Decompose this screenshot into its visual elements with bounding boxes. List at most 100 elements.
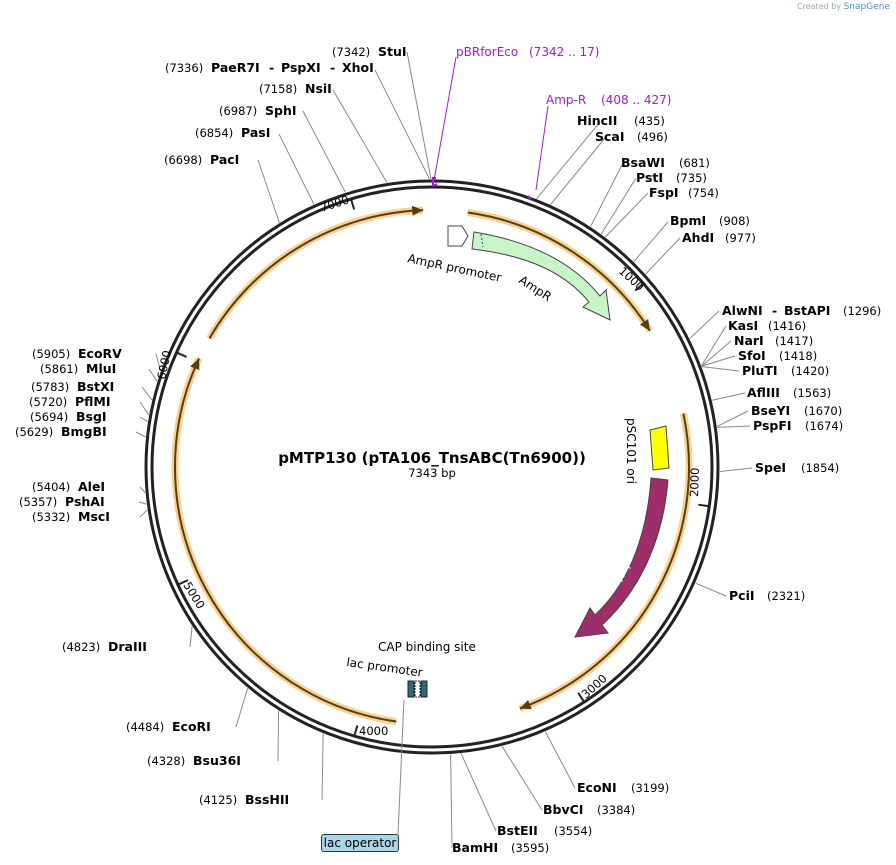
- site-bsawi-name: BsaWI: [621, 155, 665, 170]
- site-leader: [550, 137, 606, 205]
- ampr-label: AmpR: [516, 273, 554, 304]
- site-bsu36i-name: Bsu36I: [193, 753, 241, 768]
- site-draiii-name: DraIII: [108, 639, 147, 654]
- backbone-inner: [150, 185, 714, 749]
- site-pluti-pos: (1420): [791, 364, 829, 378]
- leader-lines: [135, 51, 753, 849]
- site-leader: [235, 688, 249, 728]
- primer-ampr-range: (408 .. 427): [601, 93, 671, 107]
- psc101-ori-feature[interactable]: [649, 425, 670, 471]
- site-econi-pos: (3199): [631, 781, 669, 795]
- site-leader: [460, 753, 497, 832]
- ampr-promoter-arrow[interactable]: [447, 225, 469, 247]
- primer-pbrforeco-range: (7342 .. 17): [529, 45, 599, 59]
- site-leader: [645, 237, 681, 275]
- cap-binding-site-label: CAP binding site: [378, 640, 476, 654]
- site-bsteii-pos: (3554): [554, 824, 592, 838]
- tick-marks: [177, 199, 709, 736]
- site-bpmi-name: BpmI: [670, 213, 706, 228]
- site-scai-pos: (496): [637, 130, 668, 144]
- site-pshai-name: PshAI: [65, 494, 105, 509]
- site-leader: [332, 89, 388, 183]
- site-leader: [257, 159, 280, 223]
- site-bbvci-name: BbvCI: [543, 802, 583, 817]
- site-pspfi-pos: (1674): [805, 419, 843, 433]
- tick-label-7000: 7000: [319, 192, 351, 214]
- tick-mark: [577, 692, 585, 702]
- tick-mark: [177, 351, 187, 358]
- tick-label-2000: 2000: [687, 467, 702, 497]
- site-leader: [450, 754, 453, 849]
- tick-mark: [350, 199, 356, 210]
- tick-mark: [353, 725, 359, 736]
- site-spei-name: SpeI: [755, 460, 786, 475]
- tick-label-6000: 6000: [154, 349, 174, 381]
- site-scai-name: ScaI: [595, 129, 625, 144]
- site-leader: [712, 392, 746, 401]
- site-afliii-pos: (1563): [793, 386, 831, 400]
- site-mlui-pos: (5861): [40, 362, 78, 376]
- site-psti-name: PstI: [636, 170, 663, 185]
- site-nari-pos: (1417): [775, 334, 813, 348]
- cap-binding-site-block[interactable]: [407, 680, 415, 698]
- site-sfoi-pos: (1418): [779, 349, 817, 363]
- site-econi-name: EcoNI: [577, 780, 617, 795]
- site-leader: [536, 121, 601, 199]
- site-leader: [717, 425, 751, 428]
- site-bstxi-pos: (5783): [31, 380, 69, 394]
- site-paci-name: PacI: [210, 152, 239, 167]
- site-sfoi-name: SfoI: [738, 348, 766, 363]
- site-pspxi-name: PspXI: [281, 60, 321, 75]
- site-leader: [302, 110, 346, 193]
- site-leader: [501, 746, 543, 811]
- site-leader: [604, 192, 649, 238]
- psc101-ori-label: pSC101 ori: [624, 418, 638, 484]
- site-bstxi-name: BstXI: [77, 379, 114, 394]
- site-dash-3: -: [772, 303, 777, 318]
- site-leader: [701, 340, 732, 367]
- site-msci-pos: (5332): [32, 510, 70, 524]
- site-leader: [600, 177, 637, 235]
- site-ahdi-pos: (977): [725, 231, 756, 245]
- site-leader: [139, 401, 150, 416]
- lac-operator-label[interactable]: lac operator: [321, 834, 399, 852]
- site-bsgi-pos: (5694): [30, 410, 68, 424]
- site-dash-2: -: [330, 60, 335, 75]
- site-leader: [189, 626, 193, 648]
- site-bamhi-name: BamHI: [452, 840, 498, 855]
- site-bsgi-name: BsgI: [76, 409, 107, 424]
- site-leader: [321, 733, 324, 801]
- site-sphi-name: SphI: [265, 103, 297, 118]
- site-leader: [719, 467, 753, 473]
- site-bstapi-name: BstAPI: [784, 303, 830, 318]
- ampr-promoter-label: AmpR promoter: [406, 251, 502, 285]
- site-draiii-pos: (4823): [62, 640, 100, 654]
- rep101-feature-arrow[interactable]: [574, 477, 669, 638]
- orf-arc[interactable]: [519, 413, 690, 710]
- orf-arc[interactable]: [467, 211, 651, 332]
- primer-ampr-leader: [535, 105, 549, 191]
- site-leader: [135, 431, 146, 438]
- site-leader: [148, 368, 158, 382]
- site-hincii-name: HincII: [577, 113, 617, 128]
- lac-promoter-block[interactable]: [414, 680, 421, 698]
- site-leader: [155, 353, 162, 371]
- site-kasi-name: KasI: [728, 318, 758, 333]
- lac-operator-block[interactable]: [420, 680, 428, 698]
- site-bamhi-pos: (3595): [511, 841, 549, 855]
- site-kasi-pos: (1416): [768, 319, 806, 333]
- orf-arc[interactable]: [208, 209, 424, 340]
- ampr-feature-arrow[interactable]: [471, 231, 611, 321]
- site-fspi-pos: (754): [688, 186, 719, 200]
- site-paer7i-name: PaeR7I: [211, 60, 260, 75]
- site-xhoi-name: XhoI: [342, 60, 374, 75]
- site-ahdi-name: AhdI: [682, 230, 714, 245]
- orf-arc[interactable]: [174, 357, 397, 723]
- site-bstapi-pos: (1296): [843, 304, 881, 318]
- site-paer7i-pos: (7336): [165, 61, 203, 75]
- site-leader: [689, 310, 720, 339]
- site-leader: [139, 509, 148, 518]
- site-stui-name: StuI: [378, 44, 407, 59]
- site-pshai-pos: (5357): [19, 495, 57, 509]
- site-nsii-name: NsiI: [305, 81, 332, 96]
